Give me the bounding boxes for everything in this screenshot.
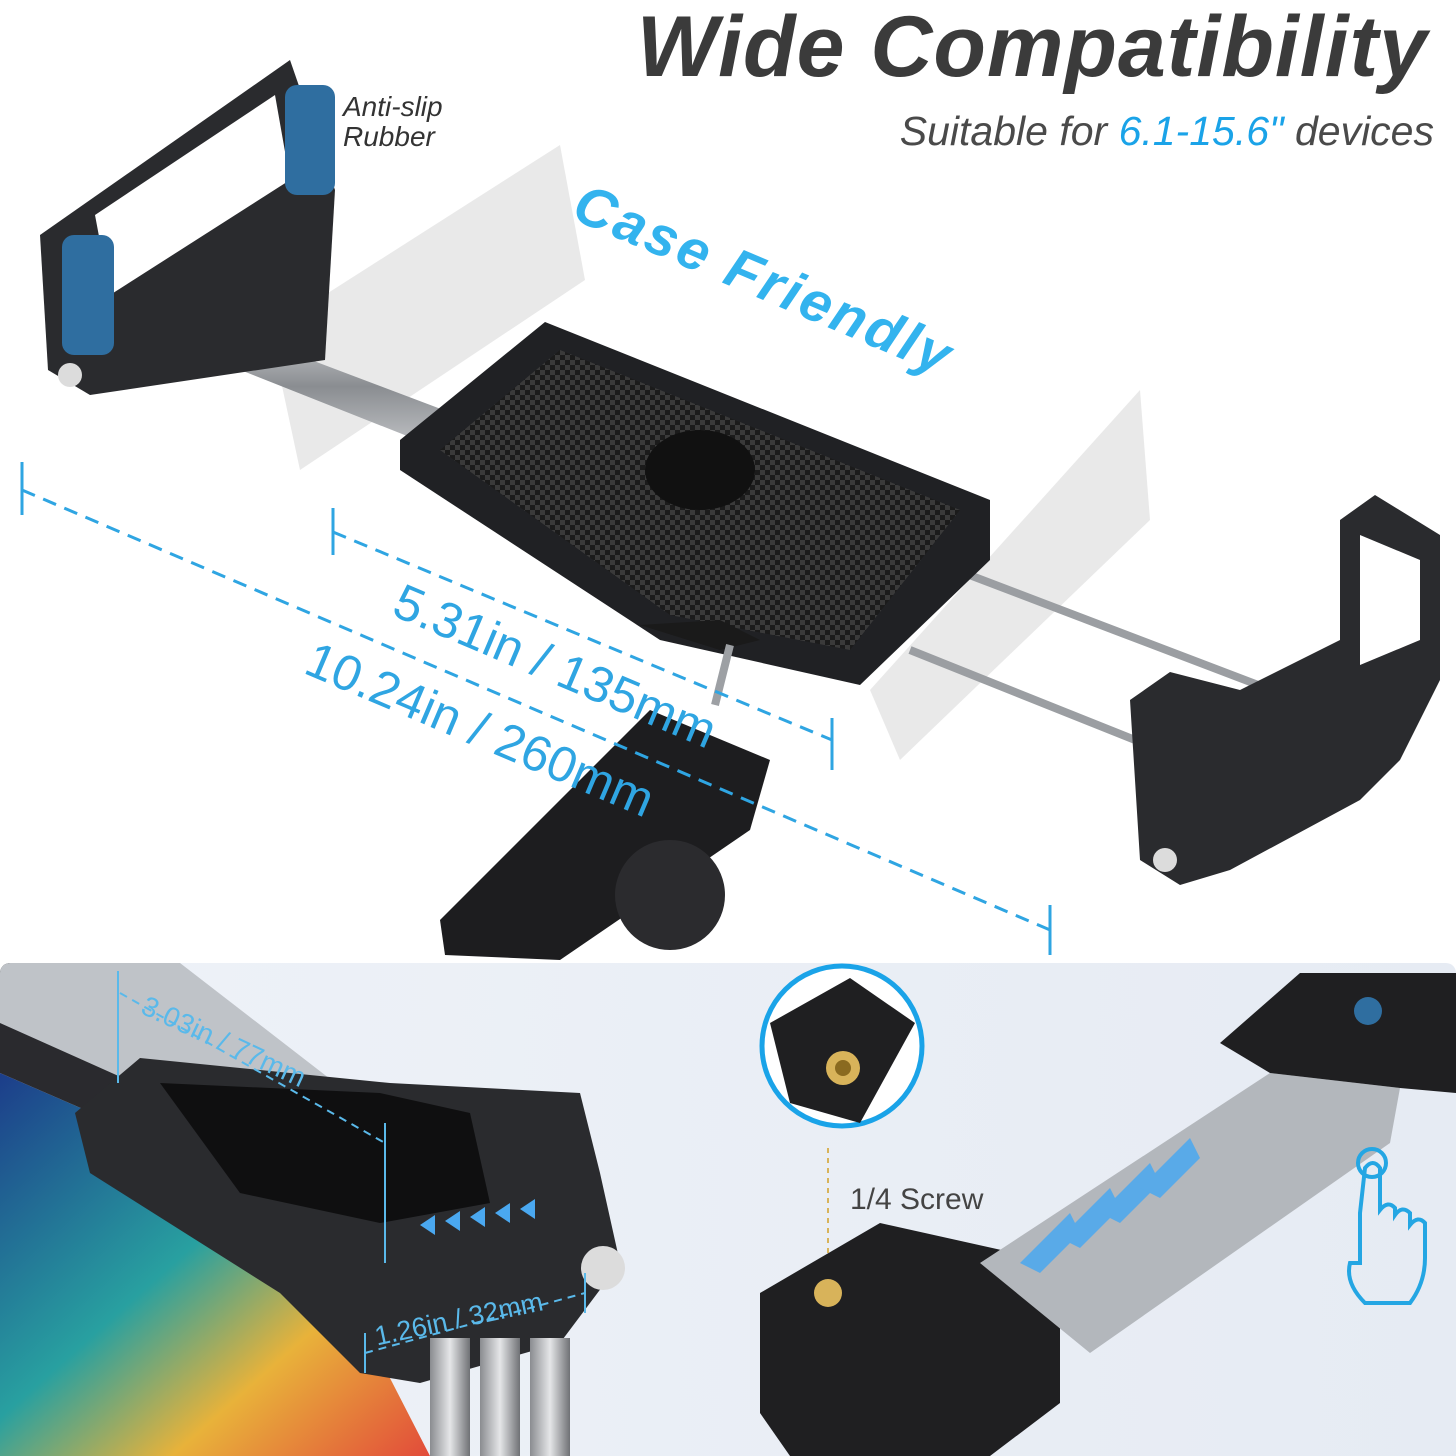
subtitle-size-range: 6.1-15.6" <box>1118 108 1284 154</box>
page-subtitle: Suitable for 6.1-15.6" devices <box>900 108 1434 155</box>
screw-label: 1/4 Screw <box>850 1183 984 1216</box>
screw-magnifier <box>759 963 925 1129</box>
clamp-closeup <box>75 1058 625 1383</box>
detail-panel <box>0 963 1456 1456</box>
page-title: Wide Compatibility <box>636 0 1428 95</box>
anti-slip-label: Anti-slip Rubber <box>343 92 443 152</box>
extension-mount <box>760 973 1456 1456</box>
rail-chevrons <box>1020 1138 1200 1273</box>
left-clamp <box>40 60 335 395</box>
center-plate <box>400 322 990 685</box>
right-clamp <box>1130 495 1440 885</box>
subtitle-suffix: devices <box>1283 108 1434 154</box>
dimension-lines <box>20 462 1052 955</box>
chevron-arrows-icon <box>420 1199 535 1235</box>
anti-slip-line2: Rubber <box>343 121 435 152</box>
anti-slip-line1: Anti-slip <box>343 91 443 122</box>
tap-gesture-icon <box>1347 1147 1427 1305</box>
clamp-bars <box>430 1338 570 1456</box>
subtitle-prefix: Suitable for <box>899 108 1119 154</box>
ball-joint-arm <box>440 644 770 960</box>
ghost-right-clamp <box>870 390 1150 760</box>
